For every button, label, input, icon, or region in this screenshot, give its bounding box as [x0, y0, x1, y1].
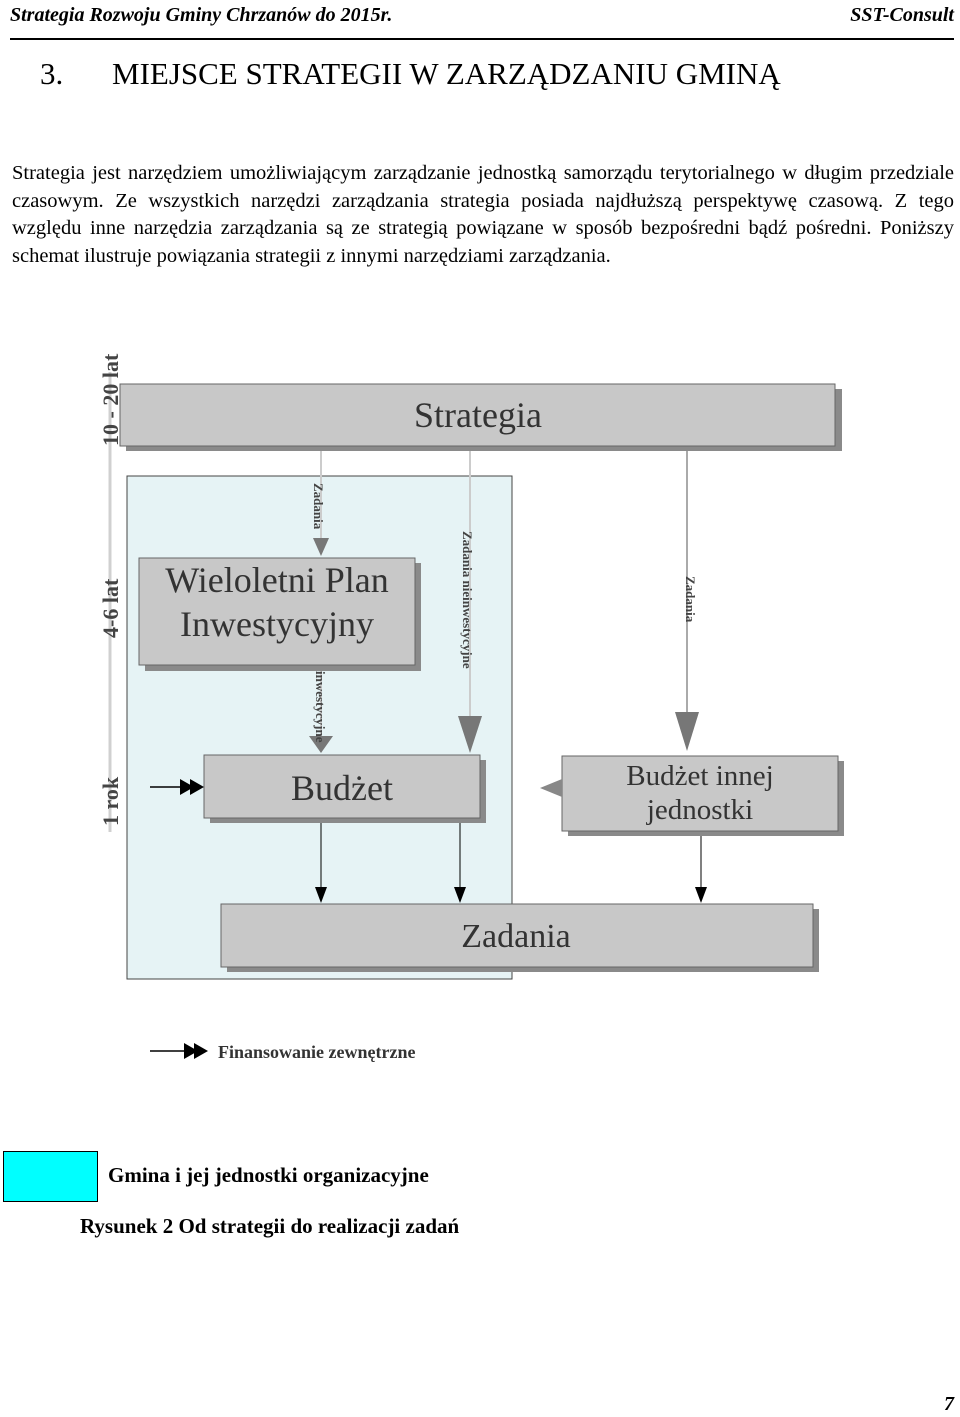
wpi-label-line2: Inwestycyjny	[180, 604, 374, 644]
tasks-box	[220, 903, 814, 968]
label-investment: inwestycyjne	[313, 671, 328, 743]
arrow-to-budget-investment	[309, 736, 333, 753]
budget-label: Budżet	[291, 768, 393, 808]
timeline-long: 10 - 20 lat	[98, 353, 123, 446]
page-number: 7	[944, 1393, 954, 1415]
figure-caption: Rysunek 2 Od strategii do realizacji zad…	[80, 1214, 460, 1238]
header-company: SST-Consult	[850, 4, 954, 26]
body-paragraph: Strategia jest narzędziem umożliwiającym…	[12, 162, 954, 267]
arrow-other-to-tasks	[695, 887, 707, 903]
label-non-investment: Zadania nieinwestycyjne	[460, 531, 475, 669]
tasks-label: Zadania	[461, 918, 571, 955]
arrow-budget-to-tasks-left	[315, 887, 327, 903]
label-tasks-to-other: Zadania	[683, 576, 698, 623]
other-budget-box	[561, 755, 839, 832]
strategy-label: Strategia	[414, 395, 542, 435]
page-header: Strategia Rozwoju Gminy Chrzanów do 2015…	[10, 0, 954, 40]
arrow-to-other-budget	[675, 712, 699, 751]
wpi-box	[138, 557, 416, 666]
timeline-short: 1 rok	[98, 776, 123, 826]
other-budget-line1: Budżet innej	[626, 760, 773, 792]
legend-color-swatch	[3, 1151, 98, 1202]
other-budget-line2: jednostki	[646, 794, 753, 826]
header-title: Strategia Rozwoju Gminy Chrzanów do 2015…	[10, 4, 393, 26]
arrow-other-to-budget	[540, 779, 562, 797]
arrow-to-budget-noninvestment	[458, 716, 482, 753]
arrow-to-wpi	[313, 538, 329, 556]
chapter-number: 3.	[40, 56, 64, 91]
chapter-heading: 3. MIEJSCE STRATEGII W ZARZĄDZANIU GMINĄ	[40, 56, 781, 92]
external-financing-arrow	[180, 779, 194, 795]
legend-label: Gmina i jej jednostki organizacyjne	[108, 1163, 429, 1187]
budget-box	[203, 754, 481, 819]
legend-external-label: Finansowanie zewnętrzne	[218, 1042, 415, 1062]
legend-external-arrow	[184, 1043, 198, 1059]
strategy-box	[119, 383, 836, 447]
chapter-title: MIEJSCE STRATEGII W ZARZĄDZANIU GMINĄ	[112, 56, 781, 91]
timeline-mid: 4-6 lat	[98, 578, 123, 638]
wpi-label-line1: Wieloletni Plan	[165, 560, 389, 600]
arrow-budget-to-tasks-right	[454, 887, 466, 903]
label-tasks-to-wpi: Zadania	[311, 483, 326, 530]
